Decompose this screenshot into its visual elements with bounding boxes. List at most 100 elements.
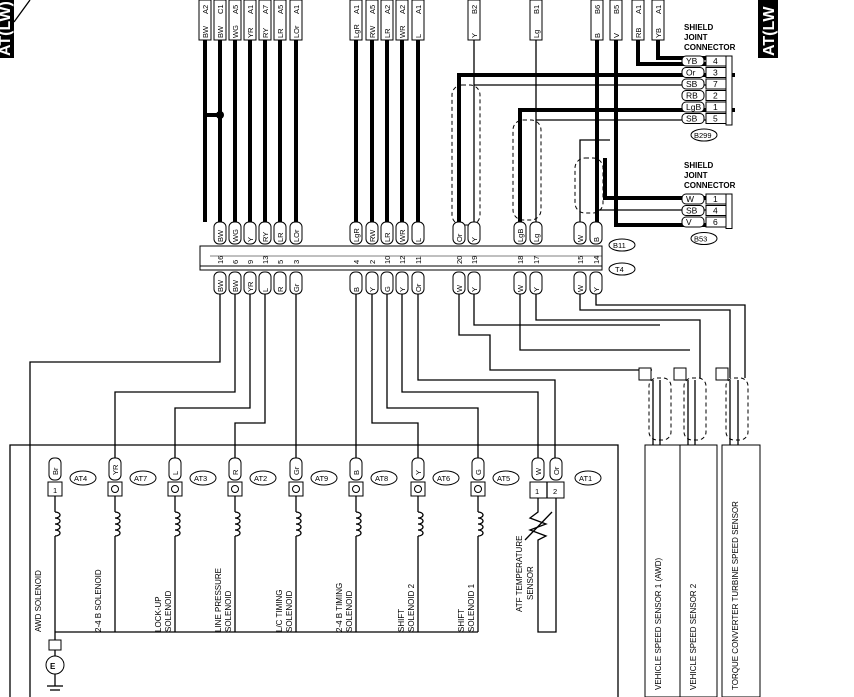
solenoid-ref: AT5	[497, 474, 510, 483]
connector-lower-code: W	[516, 284, 525, 292]
connector-lower-code: R	[276, 286, 285, 292]
connector-lower-code-box	[411, 271, 425, 295]
speed-sensor-label: VEHICLE SPEED SENSOR 2	[689, 583, 698, 690]
top-wire-code: LOr	[292, 25, 301, 38]
connector-upper-code-box	[273, 221, 287, 245]
solenoid-code-box	[289, 457, 303, 481]
shield-title: JOINT	[684, 171, 708, 180]
connector-lower-code-box	[513, 271, 527, 295]
solenoid-name-2: SOLENOID 2	[407, 583, 416, 632]
connector-upper-code-box	[395, 221, 409, 245]
atf-code: Or	[552, 466, 561, 475]
connector-lower-code-box	[589, 271, 603, 295]
connector-lower-code-box	[529, 271, 543, 295]
connector-upper-code-box	[228, 221, 242, 245]
signal-wire-lower	[535, 294, 701, 378]
solenoid-coil	[295, 511, 302, 537]
solenoid-name: LOCK-UP	[154, 596, 163, 632]
connector-lower-code: Gr	[292, 283, 301, 292]
shield-connector-body	[725, 193, 733, 229]
shield-ref-label: B299	[694, 131, 712, 140]
solenoid-ref-oval	[432, 470, 460, 486]
signal-wire	[596, 40, 714, 211]
connector-upper-code: Y	[246, 237, 255, 242]
connector-lower-code-box	[573, 271, 587, 295]
solenoid-code-box	[411, 457, 425, 481]
shield-row-code-box	[681, 78, 705, 90]
top-wire-code: YB	[654, 28, 663, 38]
connector-upper-code-box	[467, 221, 481, 245]
shield-title: SHIELD	[684, 23, 714, 32]
connector-upper-code: B	[592, 237, 601, 242]
solenoid-ref: AT9	[315, 474, 328, 483]
shield-row-code: SB	[686, 79, 698, 89]
atf-pin: 1	[535, 487, 539, 496]
solenoid-coil	[355, 511, 362, 537]
connector-lower-code: BW	[231, 279, 240, 292]
connector-upper-pin: 4	[352, 260, 361, 264]
shield-row-pin: 2	[713, 91, 718, 101]
top-wire-pin: A5	[231, 5, 240, 14]
solenoid-pin-dot	[111, 485, 119, 493]
connector-lower-code-box	[452, 271, 466, 295]
connector-ref-upper: B11	[613, 241, 626, 250]
top-wire-pin: A1	[414, 5, 423, 14]
connector-upper-code-box	[380, 221, 394, 245]
shield-row-code-box	[681, 101, 705, 113]
connector-upper-pin: 16	[216, 256, 225, 264]
shield-title: CONNECTOR	[684, 43, 736, 52]
solenoid-ref: AT2	[254, 474, 267, 483]
top-wire-code: RY	[261, 28, 270, 38]
solenoid-name: SHIFT	[397, 609, 406, 632]
solenoid-ref-oval	[189, 470, 217, 486]
top-wire-code: L	[414, 34, 423, 38]
connector-lower-code: YR	[246, 281, 255, 292]
connector-lower-code-box	[243, 271, 257, 295]
connector-lower-code-box	[228, 271, 242, 295]
solenoid-code-box	[471, 457, 485, 481]
shield-wire	[579, 139, 610, 222]
shield-wire	[457, 73, 735, 222]
top-wire-pin: A1	[654, 5, 663, 14]
connector-lower-code: L	[261, 288, 270, 292]
top-wire-code: LR	[383, 28, 392, 38]
connector-lower-code-box	[273, 271, 287, 295]
connector-upper-code-box	[411, 221, 425, 245]
connector-upper-pin: 17	[532, 256, 541, 264]
connector-lower-code: Y	[398, 287, 407, 292]
signal-wire-lower	[473, 294, 660, 326]
solenoid-ref-oval	[310, 470, 338, 486]
connector-upper-code: Or	[455, 233, 464, 242]
speed-sensor-body	[721, 444, 761, 697]
connector-upper-code: LOr	[292, 229, 301, 242]
top-wire-code: Y	[470, 33, 479, 38]
top-wire-code: LR	[276, 28, 285, 38]
top-wire-pin: A2	[201, 5, 210, 14]
solenoid-name-2: SOLENOID	[285, 590, 294, 632]
shield-sheath	[512, 119, 542, 221]
connector-upper-code: LR	[276, 232, 285, 242]
connector-upper-pin: 12	[398, 256, 407, 264]
speed-sensor-body	[679, 444, 718, 697]
left-section-tab	[0, 0, 14, 58]
connector-upper-code: LR	[383, 232, 392, 242]
solenoid-ref-oval	[370, 470, 398, 486]
sensor-connector	[673, 367, 687, 381]
connector-upper-code-box	[452, 221, 466, 245]
shield-row-pin: 7	[713, 79, 718, 89]
signal-wire-lower	[386, 294, 479, 458]
solenoid-pin-dot	[352, 485, 360, 493]
connector-lower-code-box	[380, 271, 394, 295]
top-wire-code: Lg	[532, 30, 541, 38]
top-wire-pin: A1	[352, 5, 361, 14]
wires	[29, 40, 746, 458]
shield-sheath	[451, 84, 481, 226]
top-wire-code: LgR	[352, 24, 361, 38]
solenoid-pin-dot	[171, 485, 179, 493]
connector-lower-code: Y	[368, 287, 377, 292]
solenoid-pin-dot	[474, 485, 482, 493]
signal-wire-lower	[114, 294, 236, 458]
sensor-connector	[715, 367, 729, 381]
shield-ref-label: B53	[694, 235, 707, 244]
connector-upper-pin: 3	[292, 260, 301, 264]
